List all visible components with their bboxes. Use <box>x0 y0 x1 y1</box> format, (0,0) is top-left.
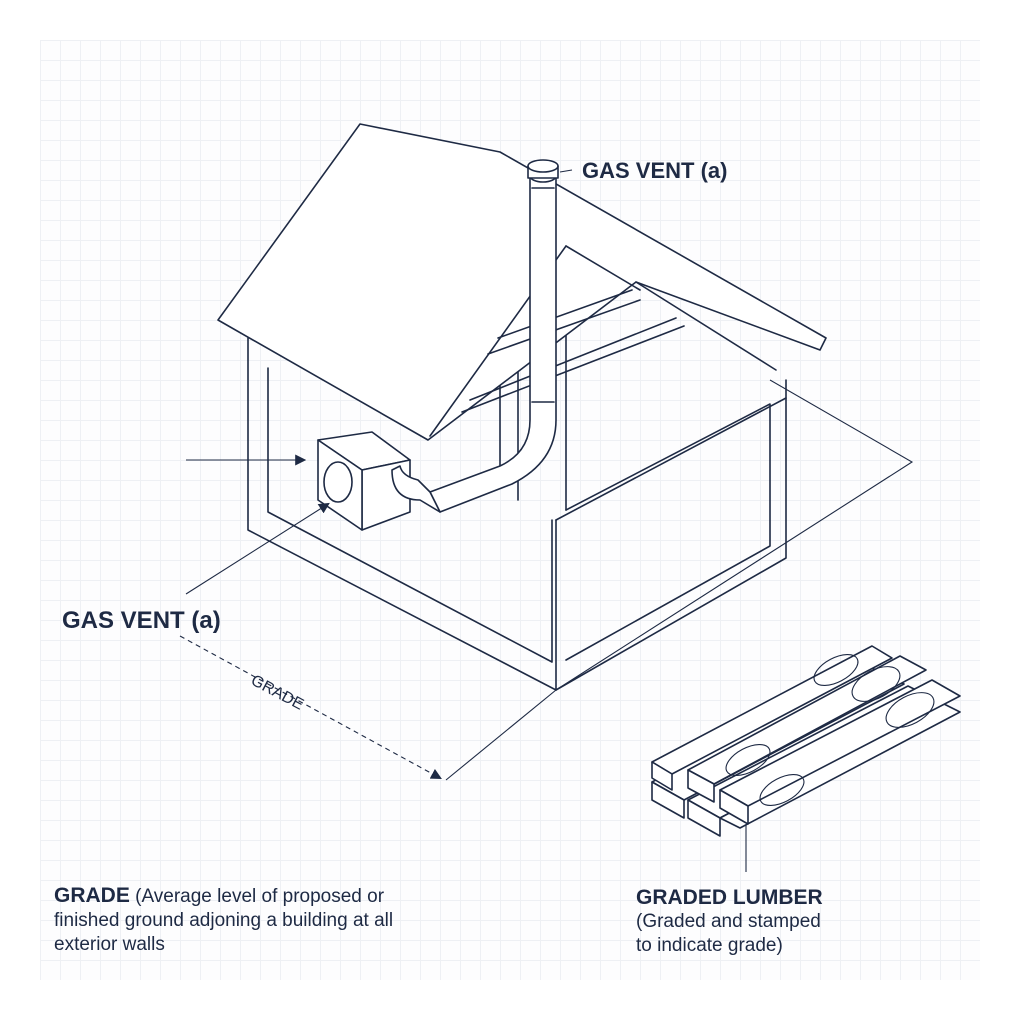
lumber-stack <box>651 645 961 837</box>
grade-definition: GRADE (Average level of proposed or fini… <box>54 884 393 957</box>
house-walls <box>247 257 787 691</box>
gas-vent-top-label: GAS VENT (a) <box>582 158 728 183</box>
roof <box>217 123 827 441</box>
grade-line-2: finished ground adjoning a building at a… <box>54 910 394 931</box>
gas-vent-pipe <box>429 159 559 513</box>
furnace-box <box>317 431 441 531</box>
graded-lumber-title: GRADED LUMBER <box>636 886 823 909</box>
graded-lumber-line-2: to indicate grade) <box>636 935 783 956</box>
gas-vent-left-label: GAS VENT (a) <box>62 607 221 634</box>
ground-plane <box>445 379 914 781</box>
grade-term: GRADE <box>54 884 130 907</box>
grade-line-1: (Average level of proposed or <box>129 886 385 907</box>
leader-lines <box>179 169 752 872</box>
graded-lumber-line-1: (Graded and stamped <box>636 911 821 932</box>
grade-line-3: exterior walls <box>54 934 165 955</box>
graded-lumber-definition: GRADED LUMBER (Graded and stamped to ind… <box>636 886 823 958</box>
